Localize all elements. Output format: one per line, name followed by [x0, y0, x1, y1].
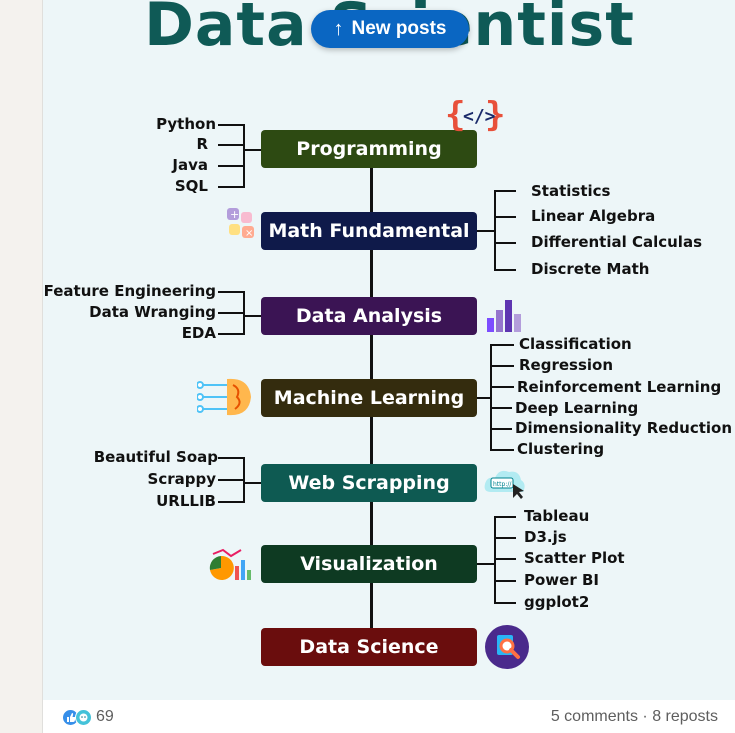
math-item: Differential Calculas — [531, 233, 702, 251]
box-web-scrapping: Web Scrapping — [261, 464, 477, 502]
box-data-analysis: Data Analysis — [261, 297, 477, 335]
reposts-count-link[interactable]: 8 reposts — [652, 708, 718, 725]
connector — [218, 312, 244, 314]
ml-item: Clustering — [517, 440, 605, 458]
code-icon: { } </> — [445, 92, 505, 136]
connector — [243, 124, 245, 188]
box-data-science: Data Science — [261, 628, 477, 666]
charts-icon — [209, 548, 253, 582]
analysis-item: Data Wranging — [89, 303, 216, 321]
connector — [494, 190, 516, 192]
connector — [494, 190, 496, 270]
connector — [477, 397, 491, 399]
programming-item: Java — [172, 156, 208, 174]
post-social-counts: 69 5 comments · 8 reposts — [43, 700, 735, 733]
connector — [218, 479, 244, 481]
connector — [494, 516, 496, 604]
connector — [218, 291, 244, 293]
svg-text:}: } — [485, 95, 505, 135]
web-cloud-icon: http:// — [483, 466, 527, 500]
ml-item: Dimensionality Reduction — [515, 419, 733, 437]
connector — [494, 602, 516, 604]
magnifier-icon — [484, 624, 530, 670]
svg-text:</>: </> — [463, 106, 496, 127]
analysis-item: Feature Engineering — [43, 282, 216, 300]
connector — [243, 457, 245, 503]
connector — [490, 344, 492, 450]
viz-item: Scatter Plot — [524, 549, 625, 567]
connector — [218, 165, 244, 167]
viz-item: ggplot2 — [524, 593, 590, 611]
connector — [494, 580, 516, 582]
web-item: URLLIB — [156, 492, 216, 510]
svg-text:+: + — [230, 208, 239, 221]
connector — [494, 269, 516, 271]
connector — [243, 315, 261, 317]
engagement-counts: 5 comments · 8 reposts — [551, 708, 718, 726]
connector — [494, 242, 516, 244]
brain-circuit-icon — [196, 375, 255, 419]
new-posts-label: New posts — [351, 18, 447, 39]
connector — [477, 563, 495, 565]
connector — [490, 449, 514, 451]
connector — [218, 333, 244, 335]
celebrate-reaction-icon — [75, 708, 92, 726]
post-card: Data Scientist Programming { } </> Pytho… — [42, 0, 735, 733]
connector — [494, 537, 516, 539]
box-machine-learning: Machine Learning — [261, 379, 477, 417]
viz-item: Power BI — [524, 571, 599, 589]
arrow-up-icon: ↑ — [333, 18, 344, 40]
svg-text:{: { — [445, 95, 465, 135]
programming-item: SQL — [174, 177, 208, 195]
viz-item: Tableau — [524, 507, 590, 525]
box-math-fundamental: Math Fundamental — [261, 212, 477, 250]
web-item: Beautiful Soap — [93, 448, 218, 466]
connector — [218, 144, 244, 146]
box-visualization: Visualization — [261, 545, 477, 583]
connector — [494, 558, 516, 560]
connector — [477, 230, 495, 232]
comments-count-link[interactable]: 5 comments — [550, 708, 638, 725]
ml-item: Classification — [519, 335, 632, 353]
math-item: Statistics — [531, 182, 611, 200]
viz-item: D3.js — [524, 528, 567, 546]
connector — [490, 407, 512, 409]
like-reaction-icon — [63, 709, 78, 725]
box-programming: Programming — [261, 130, 477, 168]
math-item: Discrete Math — [531, 260, 650, 278]
connector — [494, 516, 516, 518]
connector — [490, 386, 514, 388]
connector — [218, 457, 244, 459]
connector — [490, 344, 514, 346]
connector — [494, 216, 516, 218]
svg-text:×: × — [245, 228, 253, 239]
math-icon: + × — [225, 206, 255, 240]
programming-item: Python — [156, 115, 216, 133]
svg-text:http://: http:// — [493, 481, 512, 488]
connector — [243, 482, 261, 484]
connector — [243, 291, 245, 335]
ml-item: Reinforcement Learning — [517, 378, 722, 396]
reactions-summary[interactable]: 69 — [63, 708, 114, 726]
connector — [490, 428, 512, 430]
connector — [218, 501, 244, 503]
connector — [218, 124, 244, 126]
connector — [490, 365, 514, 367]
connector — [243, 149, 261, 151]
ml-item: Deep Learning — [515, 399, 639, 417]
post-image[interactable]: Data Scientist Programming { } </> Pytho… — [43, 0, 735, 700]
new-posts-button[interactable]: ↑ New posts — [311, 10, 469, 48]
separator: · — [637, 708, 653, 725]
reaction-count: 69 — [96, 708, 114, 725]
bar-chart-icon — [485, 296, 529, 334]
connector — [218, 186, 244, 188]
web-item: Scrappy — [147, 470, 216, 488]
ml-item: Regression — [519, 356, 614, 374]
programming-item: R — [196, 135, 208, 153]
analysis-item: EDA — [181, 324, 216, 342]
math-item: Linear Algebra — [531, 207, 656, 225]
